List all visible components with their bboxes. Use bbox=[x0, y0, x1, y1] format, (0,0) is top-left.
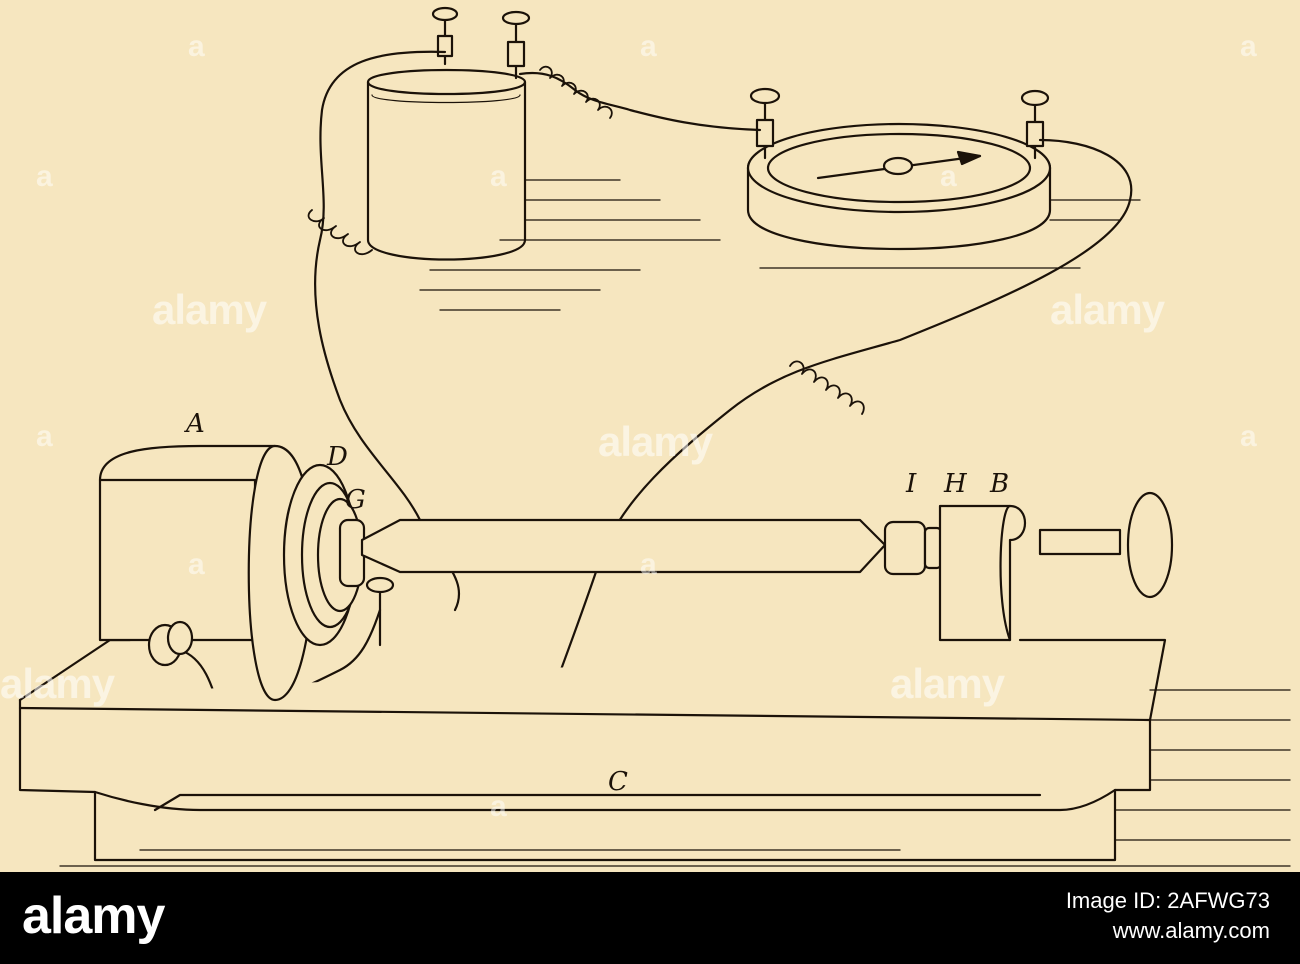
base-c bbox=[18, 638, 1167, 862]
shadow-hatching bbox=[59, 179, 1291, 867]
footer-image-info: Image ID: 2AFWG73 www.alamy.com bbox=[1066, 886, 1270, 946]
label-i: I bbox=[905, 469, 917, 499]
bar-shaft bbox=[360, 518, 887, 574]
label-h: H bbox=[943, 469, 968, 499]
wire-battery-to-galvanometer bbox=[518, 65, 762, 132]
watermark-a-2: a bbox=[640, 30, 657, 63]
watermark-a-5: a bbox=[490, 160, 507, 193]
watermark-5: alamy bbox=[890, 660, 1005, 707]
watermark-a-7: a bbox=[1240, 420, 1257, 453]
stock-footer: alamy Image ID: 2AFWG73 www.alamy.com bbox=[0, 872, 1300, 964]
watermark-a-4: a bbox=[36, 160, 53, 193]
footer-brand: alamy bbox=[22, 887, 165, 945]
galvanometer-terminal-left bbox=[749, 87, 781, 160]
watermark-a-6: a bbox=[940, 160, 957, 193]
watermark-a-11: a bbox=[490, 790, 507, 823]
label-a: A bbox=[184, 409, 205, 439]
battery-terminal-right bbox=[501, 10, 531, 80]
watermark-a-3: a bbox=[1240, 30, 1257, 63]
watermark-a-9: a bbox=[188, 548, 205, 581]
tailstock-b bbox=[883, 491, 1174, 642]
watermark-a-10: a bbox=[640, 548, 657, 581]
headstock-binding-post bbox=[365, 576, 395, 647]
base-binding-post bbox=[147, 620, 194, 667]
apparatus-diagram: A B C D G H I bbox=[18, 6, 1291, 867]
watermark-a-1: a bbox=[188, 30, 205, 63]
watermark-1: alamy bbox=[152, 286, 267, 333]
label-b: B bbox=[989, 469, 1009, 499]
label-d: D bbox=[326, 442, 348, 472]
watermark-3: alamy bbox=[1050, 286, 1165, 333]
galvanometer bbox=[746, 122, 1052, 251]
watermark-2: alamy bbox=[598, 418, 713, 465]
footer-site: www.alamy.com bbox=[1112, 918, 1270, 943]
watermark-a-8: a bbox=[36, 420, 53, 453]
label-g: G bbox=[345, 485, 366, 515]
label-c: C bbox=[608, 767, 628, 797]
watermark-4: alamy bbox=[0, 660, 115, 707]
headstock-a bbox=[98, 444, 366, 702]
battery-terminal-left bbox=[431, 6, 459, 66]
footer-image-id: Image ID: 2AFWG73 bbox=[1065, 888, 1270, 913]
